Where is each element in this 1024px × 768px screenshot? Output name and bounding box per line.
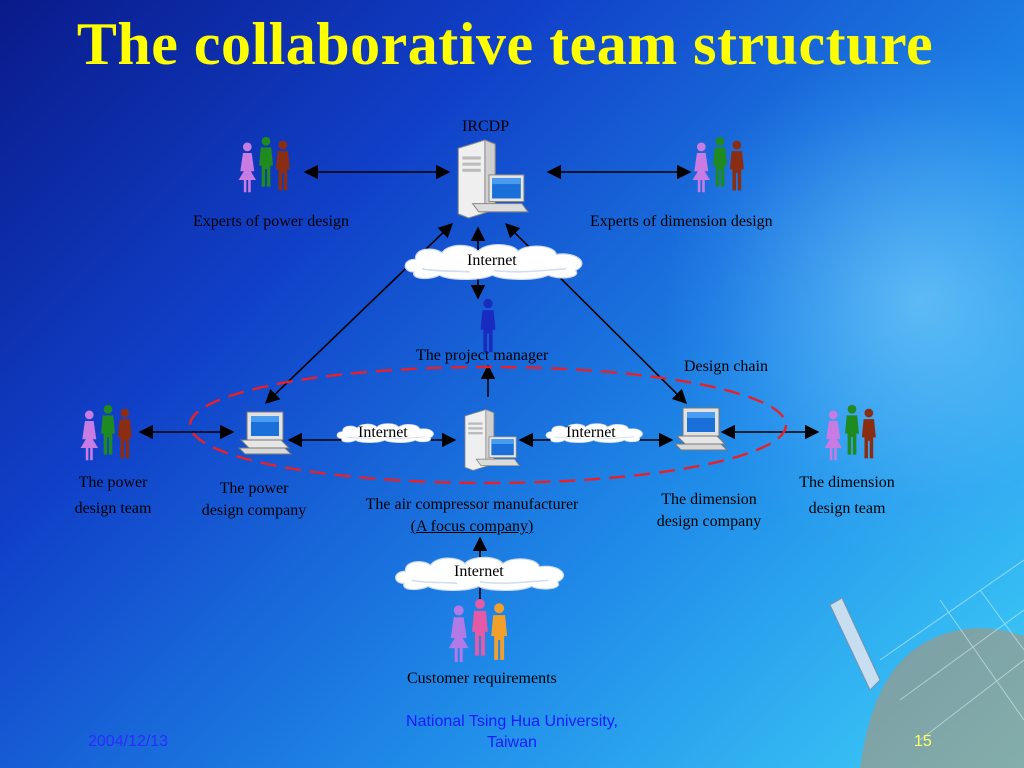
dimension-team-label: The dimension design team (792, 470, 902, 522)
footer-university-line1: National Tsing Hua University, (406, 713, 618, 730)
dimension-company-computer-icon (674, 407, 728, 451)
experts-dimension-people-icon (693, 137, 744, 192)
decorative-hand-image (829, 559, 1024, 768)
focus-company-label: (A focus company) (410, 518, 534, 535)
project-manager-label: The project manager (416, 347, 549, 364)
power-team-people-icon (81, 405, 132, 460)
experts-power-people-icon (239, 137, 290, 192)
footer-university-line2: Taiwan (487, 734, 537, 751)
footer-page-number: 15 (914, 733, 932, 750)
ircdp-server-icon (457, 139, 529, 219)
dimension-company-label-line1: The dimension (661, 491, 757, 508)
power-team-label-line1: The power (78, 474, 148, 491)
power-company-label: The power design company (196, 478, 312, 522)
power-team-label-line2: design team (74, 500, 152, 517)
slide-title: The collaborative team structure (76, 11, 934, 77)
internet-label-mid-right: Internet (566, 424, 616, 441)
dimension-company-label: The dimension design company (650, 489, 768, 533)
power-team-label: The power design team (68, 470, 158, 522)
footer-university: National Tsing Hua University, Taiwan (372, 711, 652, 753)
ircdp-label: IRCDP (462, 118, 510, 135)
manufacturer-label: The air compressor manufacturer (A focus… (352, 494, 592, 538)
footer-date: 2004/12/13 (88, 733, 169, 750)
experts-power-label: Experts of power design (193, 213, 349, 230)
power-company-computer-icon (238, 411, 292, 455)
internet-label-mid-left: Internet (358, 424, 408, 441)
customer-requirements-label: Customer requirements (407, 670, 557, 687)
design-chain-ellipse (188, 365, 788, 485)
internet-label-bottom: Internet (454, 563, 504, 580)
dimension-team-people-icon (825, 405, 876, 460)
experts-dimension-label: Experts of dimension design (590, 213, 773, 230)
power-company-label-line1: The power (219, 480, 289, 497)
dimension-team-label-line2: design team (808, 500, 886, 517)
internet-label-top: Internet (467, 252, 517, 269)
customer-people-icon (449, 599, 507, 662)
manufacturer-label-line1: The air compressor manufacturer (365, 496, 579, 513)
manufacturer-server-icon (464, 409, 520, 471)
design-chain-label: Design chain (684, 358, 768, 375)
dimension-team-label-line1: The dimension (799, 474, 895, 491)
dimension-company-label-line2: design company (656, 513, 762, 530)
power-company-label-line2: design company (201, 502, 307, 519)
